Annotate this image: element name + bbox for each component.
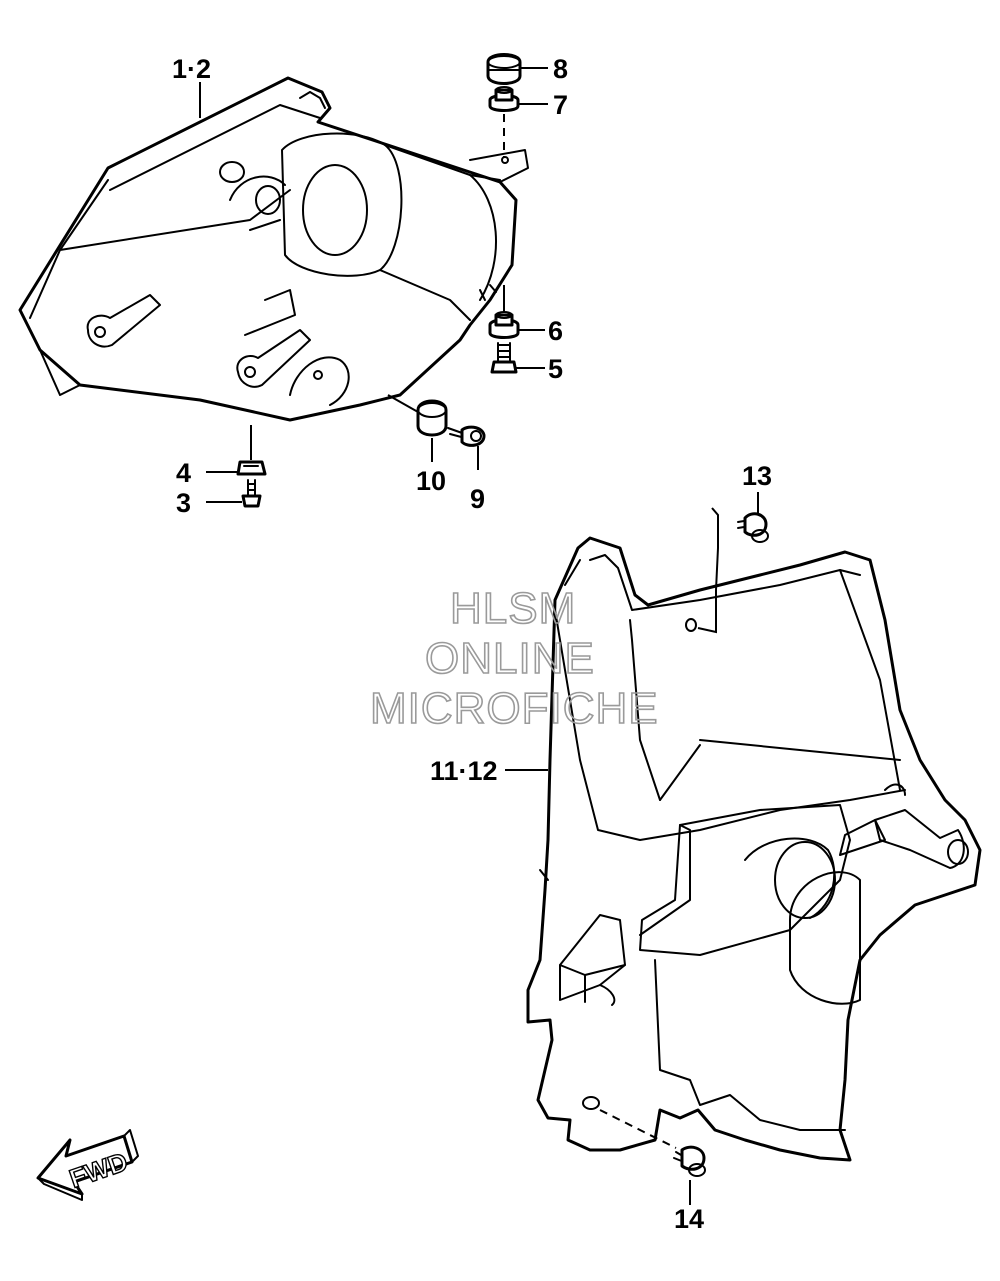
dash-13 bbox=[697, 507, 719, 634]
callout-14: 14 bbox=[674, 1204, 704, 1234]
grommet-part-8 bbox=[486, 53, 522, 85]
nut-part-4 bbox=[236, 460, 267, 476]
clip-part-13 bbox=[737, 512, 769, 543]
collar-part-7 bbox=[488, 86, 520, 112]
callout-5: 5 bbox=[548, 354, 563, 384]
callout-3: 3 bbox=[176, 488, 191, 518]
dash-14 bbox=[599, 1109, 677, 1149]
callout-7: 7 bbox=[553, 90, 568, 120]
callout-9: 9 bbox=[470, 484, 485, 514]
callout-4: 4 bbox=[176, 458, 191, 488]
inner-panel-part bbox=[526, 536, 982, 1162]
collar-part-6 bbox=[488, 311, 520, 339]
forward-direction-arrow: FWD bbox=[36, 1129, 139, 1201]
watermark-line-1: HLSM bbox=[450, 584, 576, 633]
callout-8: 8 bbox=[553, 54, 568, 84]
clip-part-14 bbox=[673, 1145, 706, 1177]
callout-11-12: 11·12 bbox=[430, 756, 498, 786]
spacer-part-10 bbox=[416, 399, 448, 437]
callout-13: 13 bbox=[742, 461, 772, 491]
screw-part-9 bbox=[447, 425, 486, 447]
upper-cover-part bbox=[18, 76, 529, 422]
callout-1-2: 1·2 bbox=[172, 54, 211, 84]
callout-10: 10 bbox=[416, 466, 446, 496]
callout-6: 6 bbox=[548, 316, 563, 346]
watermark-line-2: ONLINE bbox=[425, 634, 595, 683]
screw-part-3 bbox=[241, 479, 262, 508]
bolt-part-5 bbox=[490, 342, 518, 374]
dash-10 bbox=[387, 394, 419, 413]
watermark-line-3: MICROFICHE bbox=[370, 684, 659, 733]
